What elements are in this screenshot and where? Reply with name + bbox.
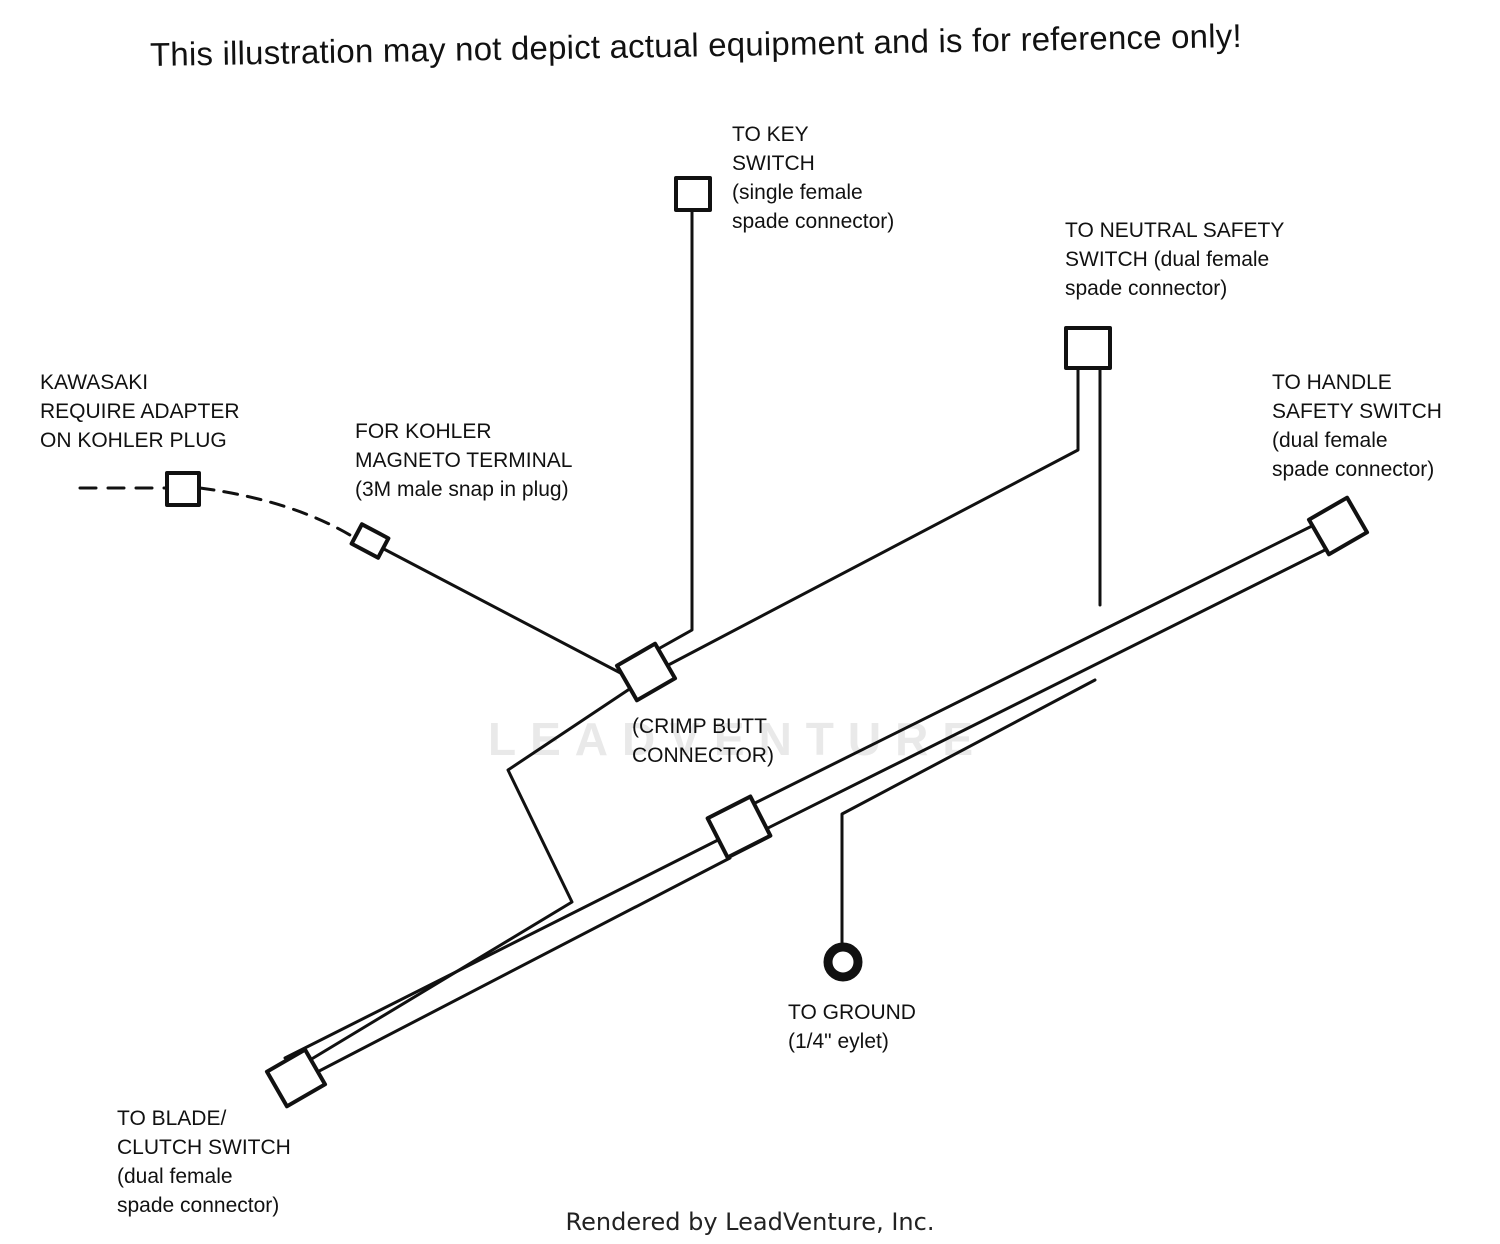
footer-credit: Rendered by LeadVenture, Inc.	[565, 1208, 935, 1236]
handle-switch-connector	[1306, 495, 1370, 557]
kawasaki-dashed-curve	[198, 486, 352, 537]
label-crimp-butt: (CRIMP BUTT CONNECTOR)	[632, 715, 774, 767]
neutral-wire-a	[298, 366, 1080, 1068]
blade-wire-b	[296, 856, 732, 1084]
blade-switch-connector	[264, 1047, 328, 1109]
label-ground: TO GROUND (1/4" eylet)	[788, 1001, 916, 1053]
mid-splice-connector	[705, 794, 773, 860]
key-switch-wire	[658, 208, 694, 650]
ground-eyelet-icon	[823, 942, 863, 982]
label-handle-switch: TO HANDLE SAFETY SWITCH (dual female spa…	[1272, 371, 1442, 481]
label-key-switch: TO KEY SWITCH (single female spade conne…	[732, 123, 895, 233]
handle-wire-b	[758, 543, 1337, 834]
label-kawasaki: KAWASAKI REQUIRE ADAPTER ON KOHLER PLUG	[40, 371, 240, 452]
kohler-wire	[380, 546, 632, 680]
handle-wire-a	[743, 520, 1322, 810]
kohler-snap-plug	[349, 522, 391, 560]
label-blade-switch: TO BLADE/ CLUTCH SWITCH (dual female spa…	[117, 1107, 291, 1217]
watermark: LEADVENTURE	[488, 713, 988, 765]
ground-wire	[840, 678, 1097, 947]
key-switch-connector	[674, 176, 712, 212]
blade-wire-a	[283, 838, 720, 1060]
kawasaki-plug	[165, 471, 201, 507]
label-neutral-switch: TO NEUTRAL SAFETY SWITCH (dual female sp…	[1065, 219, 1285, 300]
label-kohler: FOR KOHLER MAGNETO TERMINAL (3M male sna…	[355, 420, 573, 501]
neutral-switch-connector	[1064, 326, 1112, 370]
crimp-butt-connector	[614, 641, 678, 703]
